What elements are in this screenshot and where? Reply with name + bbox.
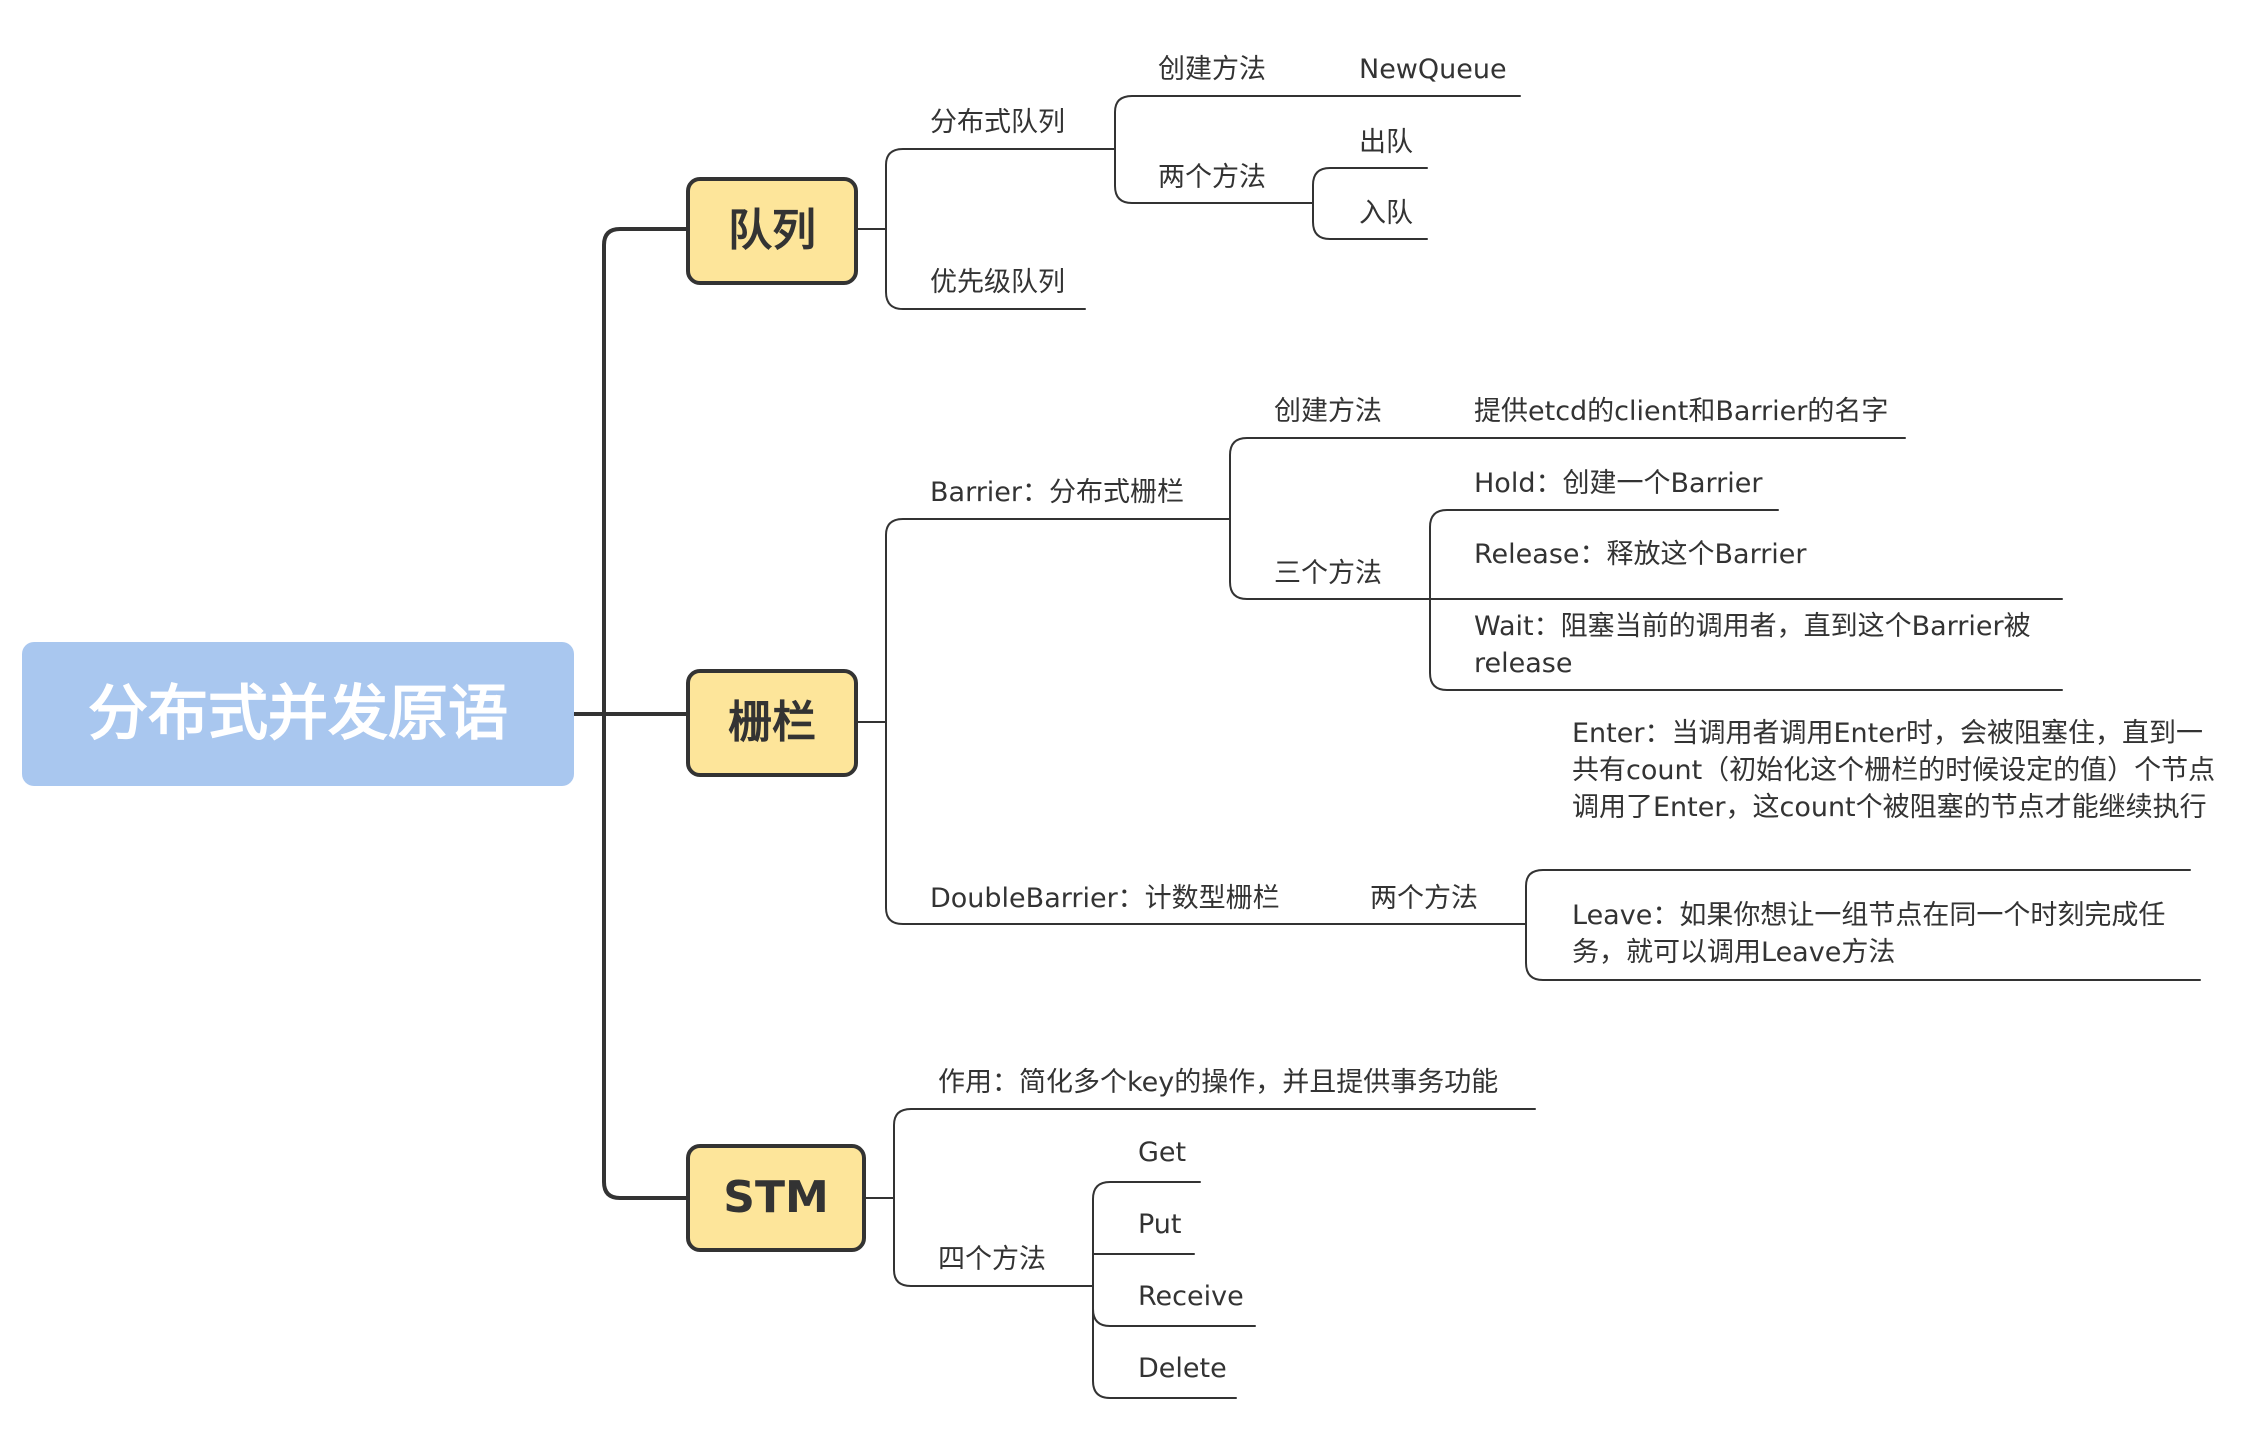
node-newqueue[interactable]: NewQueue xyxy=(1359,54,1507,85)
node-barrier-hold[interactable]: Hold：创建一个Barrier xyxy=(1474,468,1763,499)
node-barrier[interactable]: Barrier：分布式栅栏 xyxy=(930,477,1185,508)
node-barrier-create-desc[interactable]: 提供etcd的client和Barrier的名字 xyxy=(1474,396,1889,427)
node-stm-receive[interactable]: Receive xyxy=(1138,1281,1244,1312)
topic-barrier[interactable]: 栅栏 xyxy=(686,669,858,777)
node-barrier-wait[interactable]: Wait：阻塞当前的调用者，直到这个Barrier被 release xyxy=(1474,611,2031,679)
connector-root-stm xyxy=(572,712,688,1200)
topic-queue[interactable]: 队列 xyxy=(686,177,858,285)
node-stm-get[interactable]: Get xyxy=(1138,1137,1187,1168)
node-queue-create-method[interactable]: 创建方法 xyxy=(1158,54,1266,85)
connector-barrier-bracket xyxy=(885,518,1479,925)
connector-three-methods-bracket xyxy=(1429,509,2063,691)
node-stm-delete[interactable]: Delete xyxy=(1138,1353,1227,1384)
node-double-enter[interactable]: Enter：当调用者调用Enter时，会被阻塞住，直到一共有count（初始化这… xyxy=(1572,718,2216,823)
connector-distqueue-bracket xyxy=(1114,95,1521,204)
node-distributed-queue[interactable]: 分布式队列 xyxy=(930,107,1065,138)
root-topic[interactable]: 分布式并发原语 xyxy=(22,642,574,786)
node-stm-four-methods[interactable]: 四个方法 xyxy=(938,1244,1046,1275)
node-enqueue[interactable]: 入队 xyxy=(1359,198,1413,229)
connector-twomethods-bracket xyxy=(1293,167,1428,240)
node-dequeue[interactable]: 出队 xyxy=(1359,127,1413,158)
connector-root-queue xyxy=(572,227,688,716)
node-stm-purpose[interactable]: 作用：简化多个key的操作，并且提供事务功能 xyxy=(938,1067,1499,1098)
connector-barrier-title-bracket xyxy=(1229,437,1906,600)
node-double-barrier[interactable]: DoubleBarrier：计数型栅栏 xyxy=(930,883,1280,914)
node-barrier-three-methods[interactable]: 三个方法 xyxy=(1274,558,1382,589)
connector-queue-bracket xyxy=(885,148,1116,310)
node-double-two-methods[interactable]: 两个方法 xyxy=(1370,883,1478,914)
topic-stm[interactable]: STM xyxy=(686,1144,866,1252)
node-priority-queue[interactable]: 优先级队列 xyxy=(930,267,1065,298)
connector-fourmethods-bracket xyxy=(1092,1181,1256,1399)
connector-double-bracket xyxy=(1477,869,2201,981)
node-stm-put[interactable]: Put xyxy=(1138,1209,1182,1240)
connector-stm-bracket xyxy=(893,1108,1536,1287)
node-double-leave[interactable]: Leave：如果你想让一组节点在同一个时刻完成任务，就可以调用Leave方法 xyxy=(1572,900,2166,968)
node-barrier-create-method[interactable]: 创建方法 xyxy=(1274,396,1382,427)
node-barrier-release[interactable]: Release：释放这个Barrier xyxy=(1474,539,1807,570)
node-queue-two-methods[interactable]: 两个方法 xyxy=(1158,162,1266,193)
